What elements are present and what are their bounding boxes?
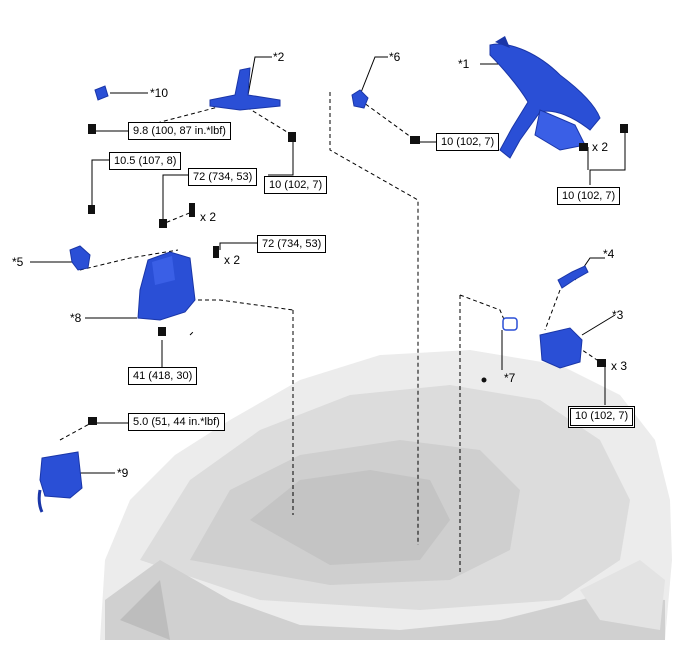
bolt-icon xyxy=(213,246,219,258)
torque-spec-part-1: 10 (102, 7) xyxy=(557,187,621,205)
quantity-part-1: x 2 xyxy=(592,140,609,154)
bolt-icon xyxy=(579,143,588,151)
callout-8: *8 xyxy=(70,311,82,325)
bolt-icon xyxy=(189,203,195,217)
torque-spec-part-8-side: 72 (734, 53) xyxy=(257,235,327,253)
engine-compartment-illustration xyxy=(100,350,672,640)
part-7-gasket xyxy=(502,317,518,331)
dashed-leader-lines xyxy=(59,92,601,575)
torque-spec-part-9: 5.0 (51, 44 in.*lbf) xyxy=(128,413,225,431)
bolt-icon xyxy=(88,417,97,425)
part-5-bracket xyxy=(69,245,91,271)
bolt-icon xyxy=(159,219,167,228)
torque-spec-part-5: 10.5 (107, 8) xyxy=(109,152,182,170)
part-8-bracket xyxy=(137,251,196,321)
torque-spec-part-8-lower: 41 (418, 30) xyxy=(128,367,198,385)
callout-4: *4 xyxy=(603,247,615,261)
callout-2: *2 xyxy=(273,50,285,64)
bolt-icon xyxy=(88,205,95,214)
torque-spec-part-3: 10 (102, 7) xyxy=(568,406,636,428)
part-1-wire-harness xyxy=(489,36,601,159)
callout-9: *9 xyxy=(117,466,129,480)
part-2-bracket xyxy=(209,67,281,111)
bolt-icon xyxy=(88,124,96,134)
part-10-clip xyxy=(94,85,109,101)
callout-5: *5 xyxy=(12,255,24,269)
quantity-part-8-upper: x 2 xyxy=(200,210,217,224)
part-6-clamp xyxy=(351,89,369,109)
callout-1: *1 xyxy=(458,57,470,71)
bolt-icon xyxy=(620,124,628,133)
quantity-part-3: x 3 xyxy=(611,359,628,373)
part-9-reservoir xyxy=(37,451,83,513)
quantity-part-8-side: x 2 xyxy=(224,253,241,267)
bolt-icon xyxy=(288,132,296,142)
bullet-icon xyxy=(481,377,487,383)
torque-spec-part-6: 10 (102, 7) xyxy=(436,133,500,151)
bolt-icons xyxy=(88,124,628,425)
torque-spec-part-10: 9.8 (100, 87 in.*lbf) xyxy=(128,122,231,140)
part-4-hose xyxy=(557,265,589,289)
torque-spec-part-8-upper: 72 (734, 53) xyxy=(188,168,258,186)
callout-6: *6 xyxy=(389,50,401,64)
callout-7: *7 xyxy=(504,371,516,385)
bolt-icon xyxy=(410,136,420,144)
bolt-icon xyxy=(597,359,606,367)
bolt-icon xyxy=(158,327,166,336)
callout-3: *3 xyxy=(612,308,624,322)
callout-10: *10 xyxy=(150,86,169,100)
torque-spec-part-2: 10 (102, 7) xyxy=(264,176,328,194)
part-3-vacuum-pump xyxy=(539,327,583,369)
